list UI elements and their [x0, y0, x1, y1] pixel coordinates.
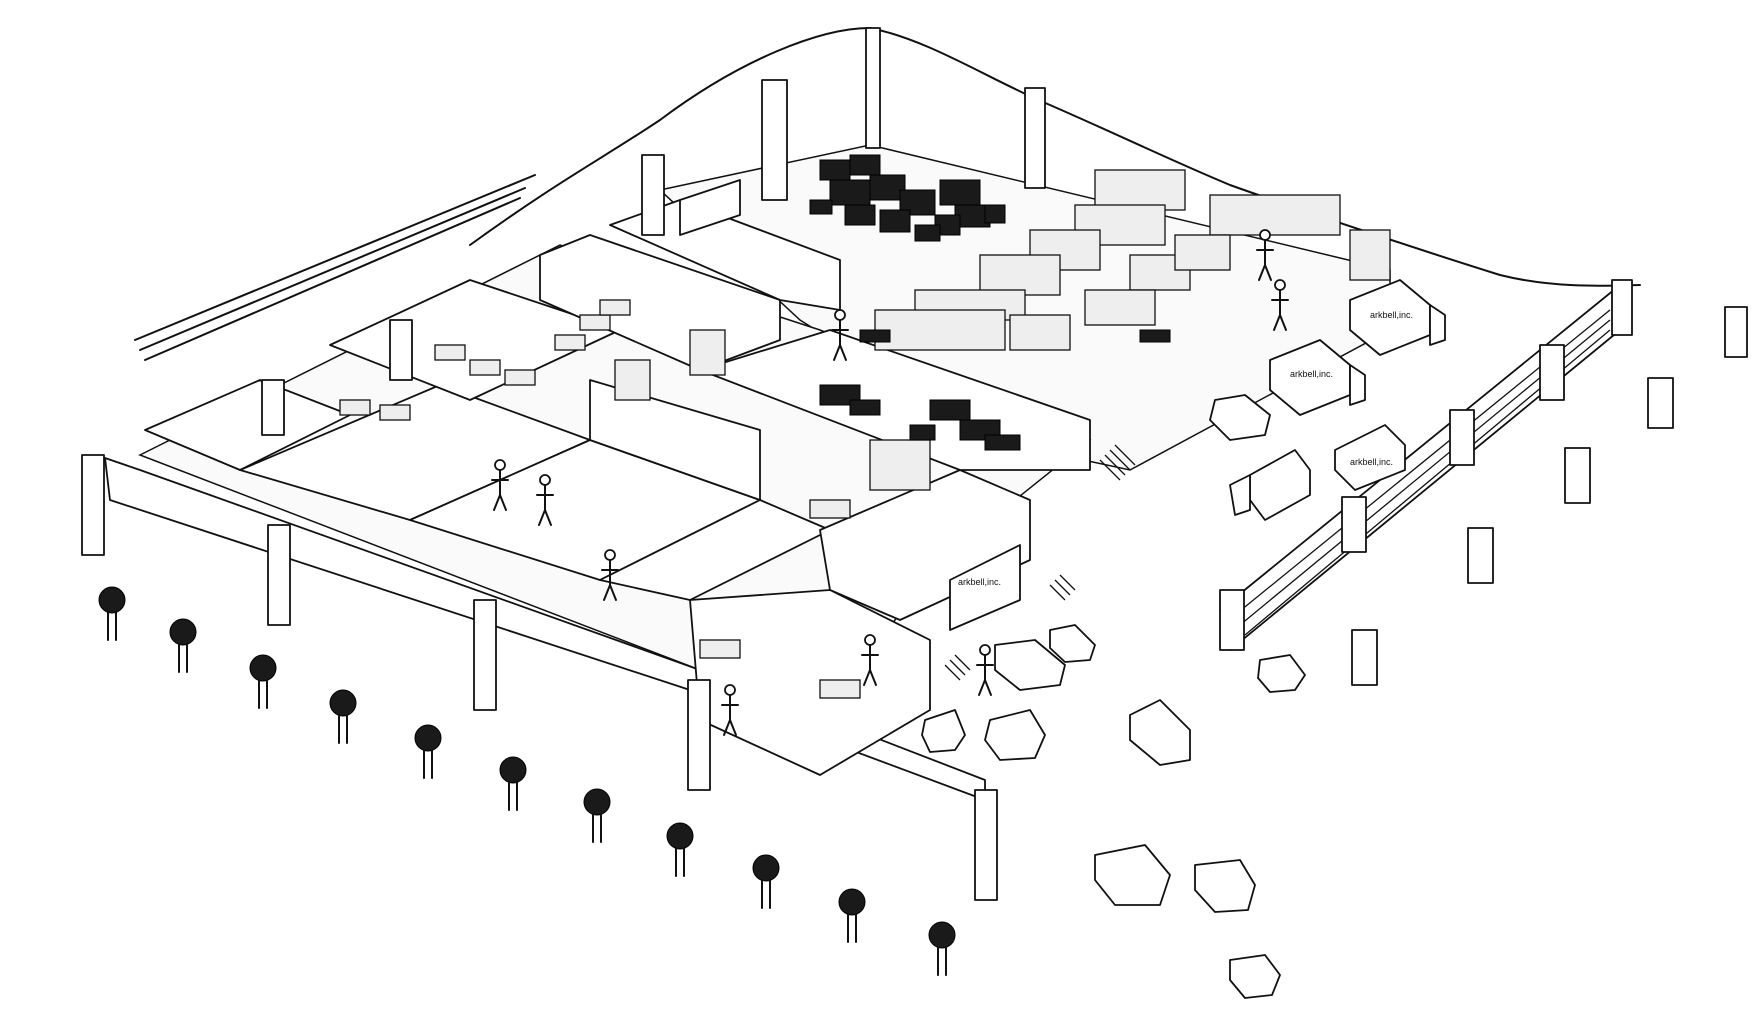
desks: [339, 299, 861, 699]
warehouse-shelves: [614, 169, 1391, 491]
stairs: [944, 444, 1136, 681]
people: [491, 229, 1289, 736]
stacked-crates: [809, 154, 1171, 451]
truck: arkbell,inc.: [1269, 339, 1366, 416]
tree-icon: [752, 854, 780, 909]
power-line: [139, 187, 526, 351]
tree-icon: [666, 822, 694, 877]
tree-icon: [928, 921, 956, 976]
person-icon: [601, 549, 619, 601]
tree-icon: [499, 756, 527, 811]
tree-icon: [169, 618, 197, 673]
tree-icon: [838, 888, 866, 943]
truck: arkbell,inc.: [1334, 424, 1406, 491]
tree-icon: [98, 586, 126, 641]
person-icon: [1271, 279, 1289, 331]
loading-dock-sign: arkbell,inc.: [949, 544, 1021, 631]
truck: [1229, 449, 1311, 521]
person-icon: [861, 634, 879, 686]
tree-icon: [249, 654, 277, 709]
tree-icon: [329, 689, 357, 744]
person-icon: [536, 474, 554, 526]
person-icon: [976, 644, 994, 696]
vans: [921, 394, 1306, 999]
truck: arkbell,inc.: [1349, 279, 1446, 356]
truck-logo: arkbell,inc.: [1290, 369, 1333, 379]
truck-logo: arkbell,inc.: [1350, 457, 1393, 467]
tree-icon: [414, 724, 442, 779]
truck: [1129, 699, 1191, 766]
power-line: [134, 174, 536, 341]
person-icon: [721, 684, 739, 736]
person-icon: [491, 459, 509, 511]
person-icon: [1256, 229, 1274, 281]
tree-icon: [583, 788, 611, 843]
pillars: [81, 27, 1748, 901]
wall-logo: arkbell,inc.: [958, 577, 1001, 587]
truck-logo: arkbell,inc.: [1370, 310, 1413, 320]
person-icon: [831, 309, 849, 361]
trees: [98, 586, 956, 976]
power-line: [144, 197, 521, 361]
